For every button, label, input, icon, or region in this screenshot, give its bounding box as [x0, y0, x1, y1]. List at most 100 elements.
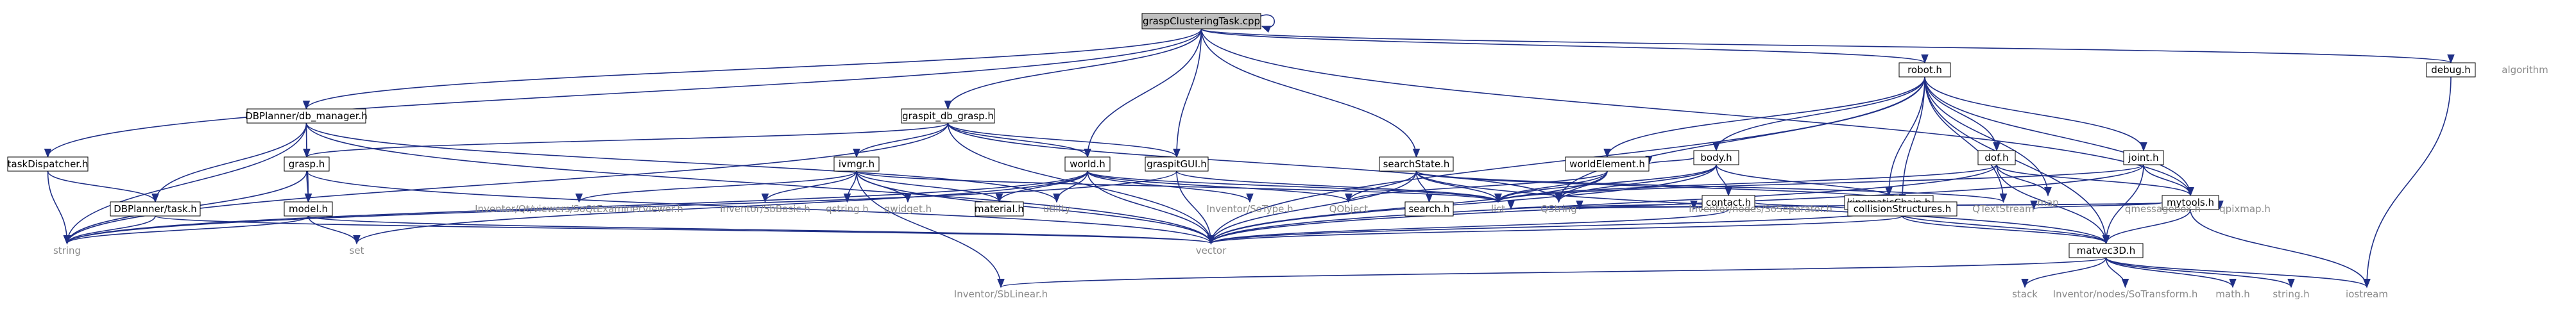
edge-grasp-to-model [304, 170, 312, 203]
edge-robot-to-mytools [1924, 76, 2194, 197]
node-label: math.h [2215, 288, 2249, 300]
node-utility: utility [1043, 203, 1071, 215]
edge-graspitdb-to-world [947, 122, 1091, 158]
edge-robot-to-qtextstream [1924, 76, 2008, 203]
node-model[interactable]: model.h [284, 201, 333, 217]
node-label: qpixmap.h [2219, 203, 2271, 215]
node-label: graspClusteringTask.cpp [1143, 15, 1260, 27]
node-label: QObject [1329, 203, 1369, 215]
node-label: grasp.h [289, 158, 325, 170]
edge-matvec-to-mathh [2105, 257, 2237, 288]
node-box [7, 156, 89, 172]
node-box [1379, 156, 1454, 172]
node-box [1141, 13, 1261, 29]
node-ivmgr[interactable]: ivmgr.h [833, 156, 880, 172]
edge-graspitdb-to-vector [947, 122, 1215, 245]
edge-robot-to-kinchain [1885, 76, 1925, 197]
node-label: graspitGUI.h [1147, 158, 1207, 170]
edge-world-to-sotype [1087, 170, 1254, 203]
edge-world-to-qobject [1087, 170, 1352, 203]
nodes-layer: graspClusteringTask.cpp robot.h debug.h alg… [7, 13, 2548, 300]
node-qstring_h: qstring.h [826, 203, 869, 215]
edge-mytools-to-qtextstream [2030, 200, 2163, 210]
node-root[interactable]: graspClusteringTask.cpp [1141, 13, 1261, 29]
node-graspitgui[interactable]: graspitGUI.h [1145, 156, 1209, 172]
edge-world-to-list [1087, 170, 1502, 203]
edge-searchstate-to-matvec [1415, 170, 2110, 245]
node-material[interactable]: material.h [975, 201, 1024, 217]
edge-body-to-qstring [1555, 164, 1717, 203]
node-mytools[interactable]: mytools.h [2162, 195, 2219, 210]
node-searchh[interactable]: search.h [1404, 201, 1454, 217]
node-label: stack [2012, 288, 2038, 300]
node-box [2162, 195, 2219, 210]
node-label: collisionStructures.h [1854, 203, 1951, 215]
edge-graspitdb-to-qstring [947, 122, 1563, 203]
edge-ivmgr-to-sblinear [856, 170, 1005, 288]
node-dbtask[interactable]: DBPlanner/task.h [110, 201, 201, 217]
node-grasp[interactable]: grasp.h [284, 156, 330, 172]
node-label: algorithm [2502, 64, 2548, 76]
edge-world-to-set [353, 170, 1088, 245]
node-label: taskDispatcher.h [8, 158, 89, 170]
node-joint[interactable]: joint.h [2123, 150, 2164, 165]
node-sobasic: Inventor/SbBasic.h [720, 203, 810, 215]
node-box [1404, 201, 1454, 217]
node-taskdisp[interactable]: taskDispatcher.h [7, 156, 89, 172]
node-box [110, 201, 201, 217]
node-box [1145, 156, 1209, 172]
node-body[interactable]: body.h [1693, 150, 1739, 165]
edge-matvec-to-sblinear [998, 257, 2107, 288]
node-contact[interactable]: contact.h [1702, 195, 1755, 210]
node-label: set [350, 245, 364, 256]
edge-graspitgui-to-vector [1176, 170, 1215, 245]
node-label: mytools.h [2167, 197, 2214, 208]
node-world[interactable]: world.h [1064, 156, 1111, 172]
edge-robot-to-body [1712, 76, 1925, 152]
edge-taskdisp-to-string [47, 170, 71, 245]
edge-world-to-material [995, 170, 1088, 203]
node-list: list [1491, 203, 1505, 215]
edge-ivmgr-to-material [856, 170, 1003, 203]
node-label: qstring.h [826, 203, 869, 215]
node-qtextstream: QTextStream [1972, 203, 2034, 215]
node-soseparator: Inventor/nodes/SoSeparator.h [1689, 203, 1832, 215]
edge-collision-to-vector [1207, 215, 1903, 245]
edge-joint-to-mytools [2143, 164, 2194, 197]
node-label: debug.h [2431, 64, 2471, 76]
node-robot[interactable]: robot.h [1898, 62, 1951, 78]
node-label: matvec3D.h [2077, 245, 2135, 256]
node-dof[interactable]: dof.h [1977, 150, 2016, 165]
node-dbmgr[interactable]: DBPlanner/db_manager.h [245, 108, 368, 124]
node-graspitdb[interactable]: graspit_db_grasp.h [901, 108, 995, 124]
edge-dof-to-list [1494, 164, 1997, 203]
node-box [2123, 150, 2164, 165]
node-stack: stack [2012, 288, 2038, 300]
edge-model-to-set [307, 215, 361, 245]
edge-root-to-debug [1200, 28, 2454, 64]
edge-ivmgr-to-soqt [575, 170, 857, 203]
node-collision[interactable]: collisionStructures.h [1847, 201, 1958, 217]
node-label: search.h [1408, 203, 1449, 215]
node-box [1898, 62, 1951, 78]
edge-collision-to-matvec [1902, 215, 2110, 245]
node-qstring: QString [1540, 203, 1577, 215]
edge-graspitgui-to-string [64, 170, 1177, 245]
edge-root-to-searchstate [1200, 28, 1420, 158]
node-label: utility [1043, 203, 1071, 215]
node-debug[interactable]: debug.h [2426, 62, 2476, 78]
edge-worldelement-to-qobject [1345, 170, 1608, 203]
edge-root-to-graspitdb [944, 28, 1202, 110]
node-matvec[interactable]: matvec3D.h [2068, 243, 2144, 258]
node-label: searchState.h [1383, 158, 1450, 170]
node-iostream: iostream [2346, 288, 2388, 300]
node-label: model.h [289, 203, 328, 215]
edge-model-to-vector [307, 215, 1215, 245]
node-label: contact.h [1706, 197, 1751, 208]
node-vector: vector [1196, 245, 1227, 256]
node-searchstate[interactable]: searchState.h [1379, 156, 1454, 172]
node-worldelement[interactable]: worldElement.h [1565, 156, 1650, 172]
node-qmessagebox: qmessagebox.h [2125, 203, 2201, 215]
node-label: Inventor/Qt/viewers/SoQtExaminerViewer.h [475, 203, 683, 215]
